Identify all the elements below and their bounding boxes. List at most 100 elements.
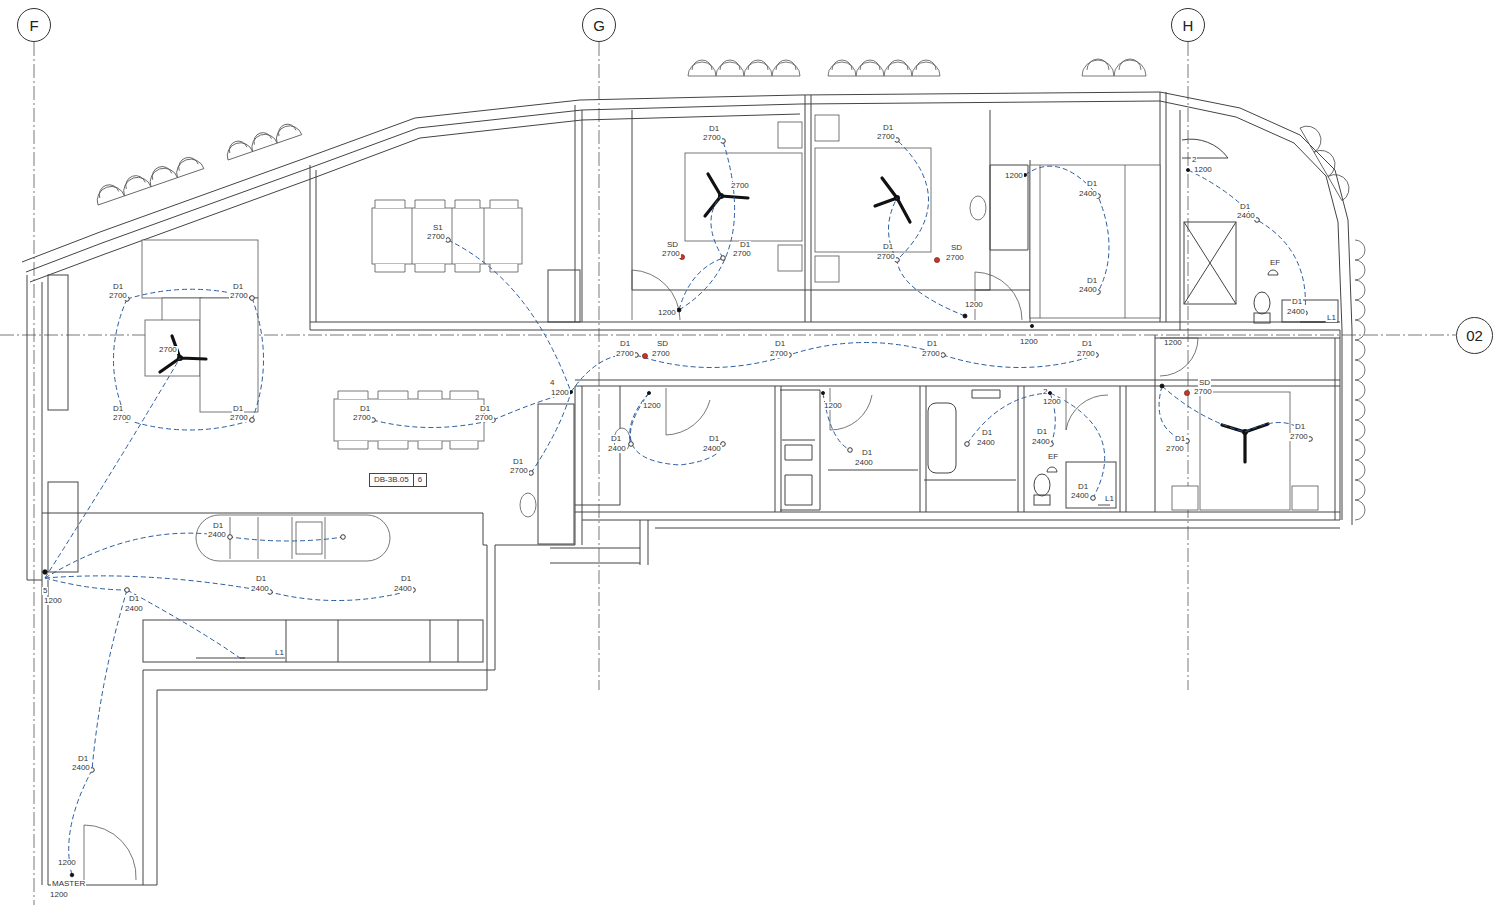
- fixture-label: D1: [1086, 180, 1098, 188]
- fixture-label: 1200: [57, 859, 77, 867]
- fixture-label: 2700: [1076, 350, 1096, 358]
- fixture-label: D1: [882, 243, 894, 251]
- fixture-label: 2700: [108, 292, 128, 300]
- fixture-label: S1: [432, 224, 444, 232]
- fixture-label: 4: [549, 379, 555, 387]
- fixture-label: 2700: [945, 254, 965, 262]
- fixture-label: D1: [112, 405, 124, 413]
- fixture-label: 1200: [1042, 398, 1062, 406]
- fixture-label: D1: [1077, 483, 1089, 491]
- fixture-label: 1200: [657, 309, 677, 317]
- fixture-label: 2400: [124, 605, 144, 613]
- fixture-label: D1: [882, 124, 894, 132]
- fixture-label: D1: [739, 241, 751, 249]
- fixture-label: D1: [861, 449, 873, 457]
- fixture-label: D1: [212, 522, 224, 530]
- fixture-label: 2400: [1078, 286, 1098, 294]
- fixture-label: 1200: [1004, 172, 1024, 180]
- fixture-label: 2: [1191, 156, 1197, 164]
- fixture-label: D1: [708, 125, 720, 133]
- grid-bubble: H: [1171, 8, 1205, 42]
- grid-label: G: [593, 17, 605, 34]
- fixture-label: D1: [774, 340, 786, 348]
- fixture-label: 2400: [1236, 212, 1256, 220]
- grid-bubble: G: [582, 8, 616, 42]
- fixture-label: 2700: [615, 350, 635, 358]
- grid-label: 02: [1466, 327, 1483, 344]
- fixture-label: L1: [1104, 495, 1115, 503]
- fixture-label: EF: [1047, 453, 1059, 461]
- fixture-label: D1: [359, 405, 371, 413]
- fixture-label: D1: [1239, 203, 1251, 211]
- fixture-label: 2700: [921, 350, 941, 358]
- fixture-label: 2400: [207, 531, 227, 539]
- fixture-label: 2700: [474, 414, 494, 422]
- fixture-label: 2400: [702, 445, 722, 453]
- fixture-label: D1: [1036, 428, 1048, 436]
- fixture-label: 1200: [49, 891, 69, 899]
- fixture-label: 1200: [1019, 338, 1039, 346]
- fixture-label: EF: [1269, 259, 1281, 267]
- fixture-label: 2700: [509, 467, 529, 475]
- fixture-label: 2400: [71, 764, 91, 772]
- fixture-label: 2700: [112, 414, 132, 422]
- fixture-label: 2700: [702, 134, 722, 142]
- grid-bubble: 02: [1456, 317, 1493, 354]
- fixture-label: D1: [926, 340, 938, 348]
- fixture-label: SD: [950, 244, 963, 252]
- fixture-label: 2700: [730, 182, 750, 190]
- fixture-label: 2700: [229, 292, 249, 300]
- fixture-label: D1: [981, 429, 993, 437]
- fixture-label: 1200: [823, 402, 843, 410]
- fixture-label: 2700: [651, 350, 671, 358]
- fixture-label: 2700: [876, 133, 896, 141]
- fixture-label: D1: [1291, 298, 1303, 306]
- fixture-label: 2700: [352, 414, 372, 422]
- fixture-label: 2400: [976, 439, 996, 447]
- fixture-label: 5: [42, 587, 48, 595]
- fixture-label: L1: [1326, 314, 1337, 322]
- fixture-label: 2700: [1193, 388, 1213, 396]
- fixture-label: SD: [1198, 379, 1211, 387]
- fixture-label: 2700: [769, 350, 789, 358]
- fixture-label: D1: [708, 435, 720, 443]
- fixture-label: SD: [656, 340, 669, 348]
- fixture-label: D1: [1174, 435, 1186, 443]
- fixture-label: D1: [232, 405, 244, 413]
- fixture-label: 1200: [550, 389, 570, 397]
- fixture-label: 2: [1042, 388, 1048, 396]
- fixture-label: D1: [1294, 423, 1306, 431]
- fixture-label: 2700: [1289, 433, 1309, 441]
- distribution-board-tag: DB-3B.056: [369, 473, 427, 487]
- board-label: 6: [413, 474, 426, 486]
- fixture-label: 2400: [1286, 308, 1306, 316]
- fixture-label: 1200: [964, 301, 984, 309]
- fixture-label: D1: [112, 283, 124, 291]
- fixture-label: 2400: [854, 459, 874, 467]
- grid-label: F: [29, 17, 38, 34]
- fixture-label: 2400: [1070, 492, 1090, 500]
- fixture-label: D1: [1081, 340, 1093, 348]
- fixture-label: 2700: [732, 250, 752, 258]
- fixture-label: D1: [619, 340, 631, 348]
- fixture-label: 2400: [393, 585, 413, 593]
- fixture-label: 2400: [1031, 438, 1051, 446]
- fixture-label: D1: [232, 283, 244, 291]
- fixture-label: 1200: [642, 402, 662, 410]
- fixture-label: 2700: [876, 253, 896, 261]
- fixture-label: D1: [400, 575, 412, 583]
- fixture-label: D1: [77, 755, 89, 763]
- fixture-label: 2700: [229, 414, 249, 422]
- fixture-label: L1: [274, 649, 285, 657]
- fixture-label: 2700: [426, 233, 446, 241]
- fixture-label: 2700: [1165, 445, 1185, 453]
- fixture-label: 2400: [607, 445, 627, 453]
- fixture-label: 1200: [1163, 339, 1183, 347]
- fixture-label: MASTER: [51, 880, 86, 888]
- fixture-label: 1200: [1193, 166, 1213, 174]
- fixture-label: 2400: [250, 585, 270, 593]
- fixture-label: SD: [666, 241, 679, 249]
- grid-label: H: [1183, 17, 1194, 34]
- fixture-label: 1200: [43, 597, 63, 605]
